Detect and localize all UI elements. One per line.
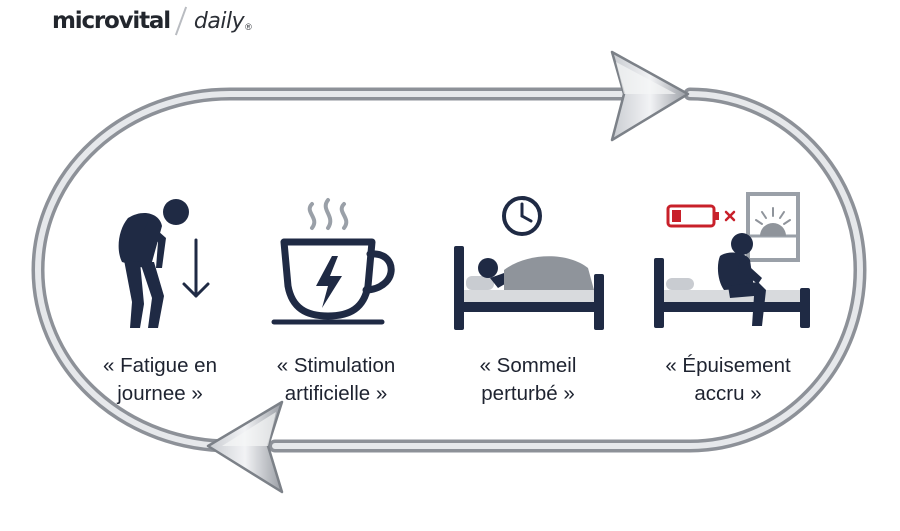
window-sunrise-icon [746,192,800,262]
brand-subline: daily [193,8,245,34]
step-label-sommeil: « Sommeil perturbé » [479,354,577,405]
brand-name: microvital [52,8,171,34]
step-label-epuisement: « Épuisement accru » [665,354,791,405]
coffee-cup-lightning-icon [271,198,395,325]
arrow-left-icon [206,400,284,494]
cross-icon [724,210,736,222]
brand-logo: microvital daily ® [52,6,252,36]
arrow-right-icon [610,50,690,142]
battery-low-icon [666,204,719,228]
step-label-stimulation: « Stimulation artificielle » [276,354,396,405]
tired-person-icon [118,199,210,328]
cycle-ring [31,87,867,453]
registered-mark: ® [245,22,252,32]
step-label-fatigue: « Fatigue en journee » [103,354,217,405]
clock-icon [502,196,542,236]
sleeping-bed-clock-icon [454,196,604,330]
exhausted-person-bed-icon [654,192,810,328]
